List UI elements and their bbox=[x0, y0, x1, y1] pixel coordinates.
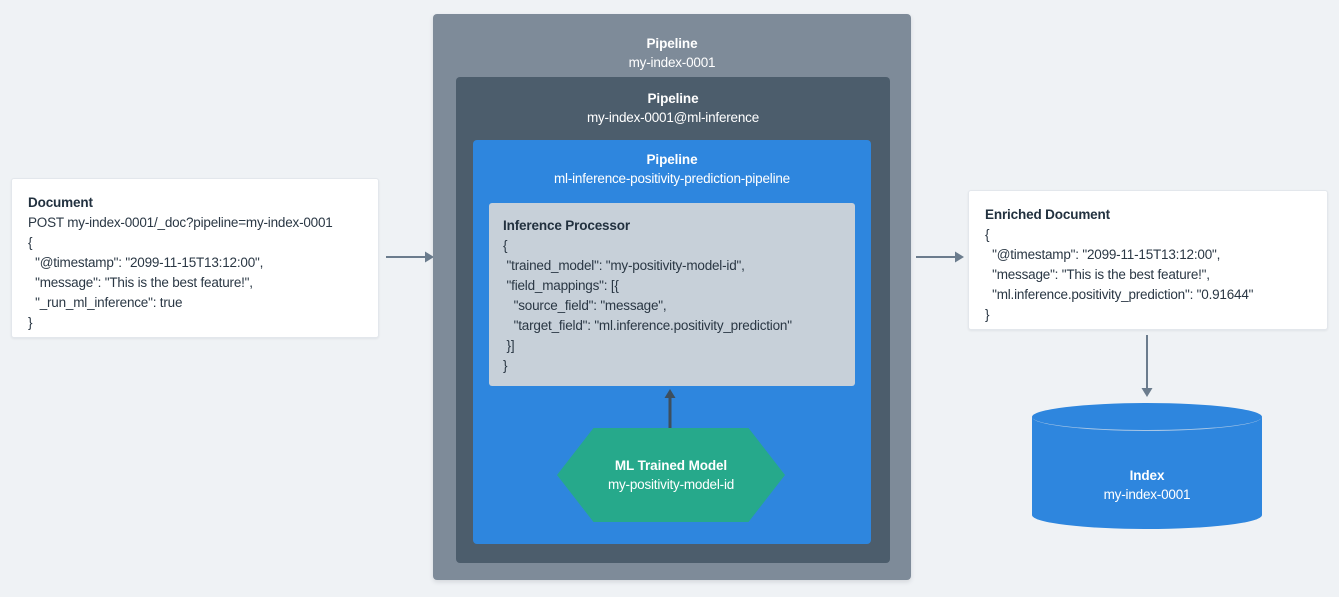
inference-processor-line: "target_field": "ml.inference.positivity… bbox=[503, 318, 792, 333]
source-document-line: } bbox=[28, 315, 33, 330]
inference-processor-line: "trained_model": "my-positivity-model-id… bbox=[503, 258, 745, 273]
inference-processor-line: "field_mappings": [{ bbox=[503, 278, 619, 293]
source-document-line: "message": "This is the best feature!", bbox=[28, 275, 253, 290]
arrow-document-to-pipeline-icon bbox=[386, 250, 434, 264]
inference-processor-line: }] bbox=[503, 338, 515, 353]
pipeline-middle-name: my-index-0001@ml-inference bbox=[586, 110, 760, 125]
arrow-model-to-processor-icon bbox=[663, 389, 677, 431]
index-cylinder: Index my-index-0001 bbox=[1032, 403, 1262, 529]
index-name: my-index-0001 bbox=[1103, 487, 1191, 502]
enriched-document-line: "ml.inference.positivity_prediction": "0… bbox=[985, 287, 1254, 302]
enriched-document-line: "@timestamp": "2099-11-15T13:12:00", bbox=[985, 247, 1221, 262]
inference-processor-line: "source_field": "message", bbox=[503, 298, 667, 313]
pipeline-inner-header: Pipeline ml-inference-positivity-predict… bbox=[473, 150, 871, 189]
source-document-line: { bbox=[28, 235, 33, 250]
pipeline-inner-name: ml-inference-positivity-prediction-pipel… bbox=[553, 171, 790, 186]
arrow-pipeline-to-enriched-icon bbox=[916, 250, 964, 264]
inference-processor-title: Inference Processor bbox=[503, 218, 630, 233]
source-document-line: "_run_ml_inference": true bbox=[28, 295, 183, 310]
cylinder-top-ellipse bbox=[1032, 403, 1262, 431]
enriched-document-line: "message": "This is the best feature!", bbox=[985, 267, 1210, 282]
ml-trained-model-name: my-positivity-model-id bbox=[607, 476, 735, 492]
source-document-line: "@timestamp": "2099-11-15T13:12:00", bbox=[28, 255, 264, 270]
index-title: Index bbox=[1129, 468, 1165, 483]
enriched-document-title: Enriched Document bbox=[985, 207, 1110, 222]
cylinder-body bbox=[1032, 417, 1262, 515]
enriched-document-line: } bbox=[985, 307, 990, 322]
pipeline-middle-header: Pipeline my-index-0001@ml-inference bbox=[456, 89, 890, 128]
pipeline-outer-kind: Pipeline bbox=[646, 36, 698, 51]
enriched-document-line: { bbox=[985, 227, 990, 242]
ml-trained-model-title: ML Trained Model bbox=[614, 457, 728, 473]
source-document-title: Document bbox=[28, 195, 93, 210]
arrow-enriched-to-index-icon bbox=[1140, 335, 1154, 397]
inference-processor-line: { bbox=[503, 238, 508, 253]
pipeline-middle-kind: Pipeline bbox=[647, 91, 699, 106]
ml-trained-model-hexagon: ML Trained Model my-positivity-model-id bbox=[557, 428, 785, 522]
pipeline-inner-kind: Pipeline bbox=[646, 152, 698, 167]
inference-processor-line: } bbox=[503, 358, 508, 373]
pipeline-outer-name: my-index-0001 bbox=[628, 55, 716, 70]
inference-processor-card: Inference Processor { "trained_model": "… bbox=[489, 203, 855, 386]
pipeline-outer-header: Pipeline my-index-0001 bbox=[433, 34, 911, 73]
source-document-line: POST my-index-0001/_doc?pipeline=my-inde… bbox=[28, 215, 333, 230]
enriched-document-card: Enriched Document { "@timestamp": "2099-… bbox=[968, 190, 1328, 330]
index-label: Index my-index-0001 bbox=[1032, 466, 1262, 505]
source-document-card: Document POST my-index-0001/_doc?pipelin… bbox=[11, 178, 379, 338]
